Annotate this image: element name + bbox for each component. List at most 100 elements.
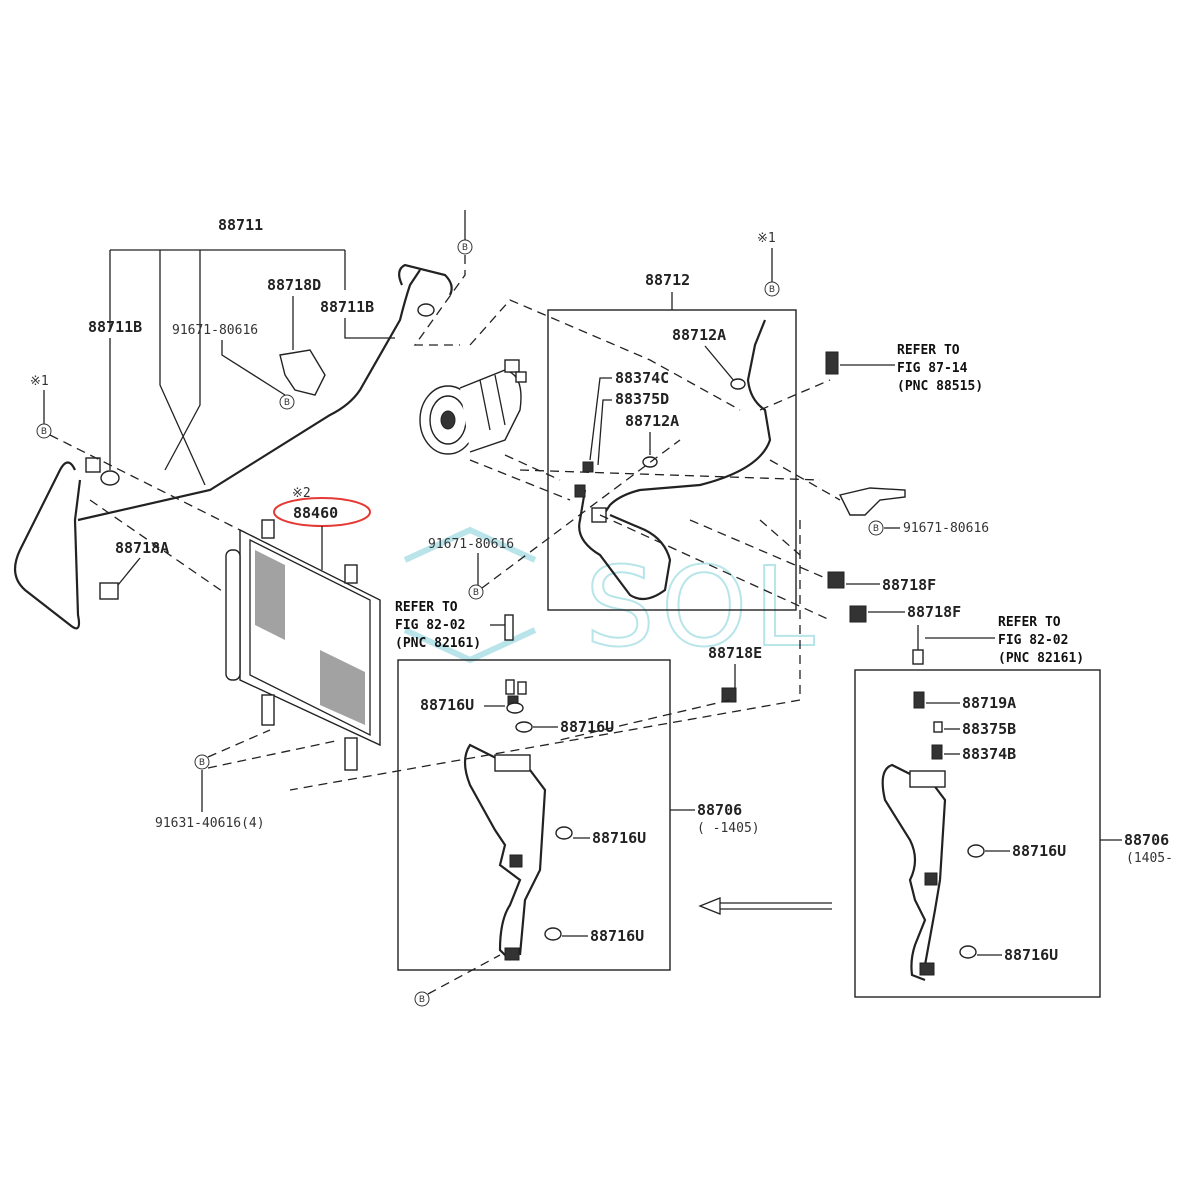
b-marker-8: B [414,991,430,1007]
label-88716U-c: 88716U [592,829,646,847]
label-88706-right-range: (1405- [1126,851,1173,866]
box-88706-left [397,659,671,971]
label-91631: 91631-40616(4) [155,816,265,831]
clip-88718A [99,582,119,600]
svg-text:B: B [419,995,425,1005]
svg-text:B: B [462,243,468,253]
ref-87-line1: REFER TO [897,343,960,358]
label-88719A: 88719A [962,694,1016,712]
dash-sensor [759,379,831,411]
bracket-91671-right [838,487,906,516]
box-88712 [547,309,797,611]
label-88374C: 88374C [615,369,669,387]
label-88711B-right: 88711B [320,298,374,316]
ref-82b-line1: REFER TO [998,615,1061,630]
label-88460: 88460 [293,504,338,522]
leader-91671-left [221,340,286,396]
watermark-text: SOL [585,543,821,671]
label-88716U-d: 88716U [590,927,644,945]
oring-88716U-e [967,844,985,858]
oring-88716U-f [959,945,977,959]
mark1-right: ※1 [757,231,776,246]
b-marker-5: B [764,281,780,297]
clamp-88718D [279,349,326,396]
label-88712A-mid: 88712A [625,412,679,430]
suction-pipe-88712 [574,319,772,601]
clip-88718F-1 [827,571,845,589]
dash-compressor-top [469,299,741,411]
leader-88711B-right [344,318,395,339]
oring-88716U-a [506,702,524,714]
clip-88718F-2 [849,605,867,623]
compressor [419,359,527,455]
dash-88712-right [599,514,831,621]
label-88718E: 88718E [708,644,762,662]
leader-88374C-88375D [589,377,612,466]
svg-text:B: B [769,285,775,295]
ref-82b-line3: (PNC 82161) [998,651,1084,666]
svg-text:B: B [199,758,205,768]
label-91671-left: 91671-80616 [172,323,258,338]
oring-88711B-right [417,303,435,317]
condenser-88460 [225,519,381,771]
label-91671-center: 91671-80616 [428,537,514,552]
dash-bracket [769,459,841,501]
ref-87-line3: (PNC 88515) [897,379,983,394]
label-88718D: 88718D [267,276,321,294]
label-88706-left-range: ( -1405) [697,821,760,836]
dash-long-center [289,520,801,791]
dash-misc [519,469,821,741]
hose-88711 [77,269,421,522]
b-marker-1: B [36,423,52,439]
label-88711: 88711 [218,216,263,234]
dash-b3 [413,255,466,346]
watermark-logo-top [403,526,537,563]
liquid-pipe-88706-left [463,679,547,961]
box-88706-right [854,669,1101,998]
ref-82a-line2: FIG 82-02 [395,618,465,633]
label-88718A: 88718A [115,539,169,557]
sensor-88515 [825,351,839,375]
b-marker-2: B [279,394,295,410]
liquid-pipe-88706-right [881,691,947,982]
label-88375D: 88375D [615,390,669,408]
label-88375B: 88375B [962,720,1016,738]
b-marker-6: B [868,520,884,536]
arrow-left-icon [698,897,832,915]
label-88718F-1: 88718F [882,576,936,594]
clip-88718E [721,687,737,703]
mark1-left: ※1 [30,374,49,389]
label-88712: 88712 [645,271,690,289]
oring-88711B-left [100,470,120,486]
label-88712A-top: 88712A [672,326,726,344]
label-88716U-f: 88716U [1004,946,1058,964]
fitting-left [85,457,101,473]
dash-b4 [207,729,341,769]
dash-b7 [481,439,681,589]
dash-compressor-bottom [469,454,571,501]
label-88716U-e: 88716U [1012,842,1066,860]
svg-text:B: B [473,588,479,598]
oring-88716U-b [515,721,533,733]
svg-text:B: B [873,524,879,534]
ref-87-line2: FIG 87-14 [897,361,968,376]
ref-82b-line2: FIG 82-02 [998,633,1068,648]
ref-82a-line3: (PNC 82161) [395,636,481,651]
leader-88711 [109,249,346,486]
label-88706-right: 88706 [1124,831,1169,849]
ref-82a-line1: REFER TO [395,600,458,615]
b-marker-3: B [457,239,473,255]
svg-text:B: B [284,398,290,408]
label-88716U-b: 88716U [560,718,614,736]
leader-88718A [117,557,141,586]
b-marker-7: B [468,584,484,600]
sensor-82161-right [912,649,924,665]
label-88711B-left: 88711B [88,318,142,336]
label-88706-left: 88706 [697,801,742,819]
oring-88716U-c [555,826,573,840]
mark2: ※2 [292,486,311,501]
sensor-82161-left [504,614,514,641]
label-91671-right: 91671-80616 [903,521,989,536]
hose-loop-left [13,461,82,630]
